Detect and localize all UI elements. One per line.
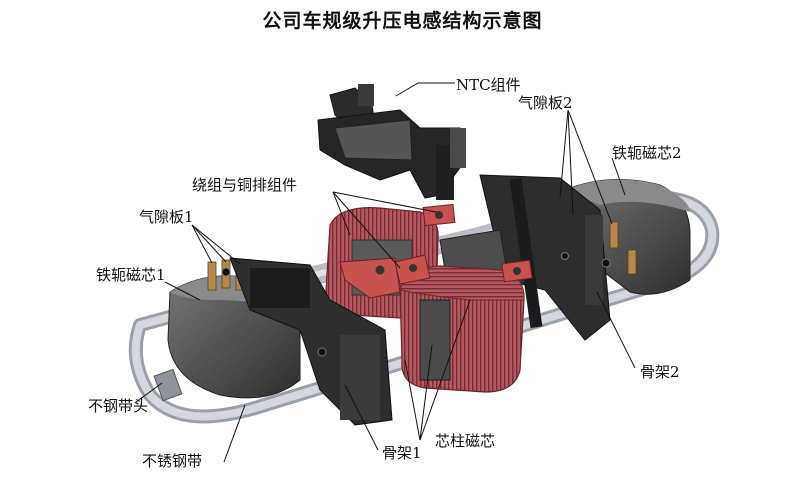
bobbin-screws [221, 252, 611, 357]
label-air-gap-1: 气隙板1 [139, 208, 194, 226]
label-winding: 绕组与铜排组件 [192, 176, 298, 194]
bobbin-1-frame [229, 257, 393, 426]
diagram-title: 公司车规级升压电感结构示意图 [262, 10, 543, 32]
label-bobbin-1: 骨架1 [382, 444, 422, 462]
copper-terminals [339, 203, 533, 299]
label-yoke-core-2: 铁轭磁芯2 [612, 144, 682, 162]
label-air-gap-2: 气隙板2 [518, 94, 573, 112]
label-ntc: NTC组件 [456, 76, 521, 94]
label-stainless-band: 不锈钢带 [142, 452, 203, 470]
label-pillar-core: 芯柱磁芯 [435, 432, 496, 450]
label-bobbin-2: 骨架2 [640, 363, 680, 381]
winding-front [399, 265, 525, 393]
ntc-assembly [317, 84, 466, 200]
label-steel-buckle: 不钢带头 [88, 397, 149, 415]
band-buckle [153, 368, 183, 402]
leader-lines [135, 82, 636, 463]
label-yoke-core-1: 铁轭磁芯1 [96, 266, 166, 284]
